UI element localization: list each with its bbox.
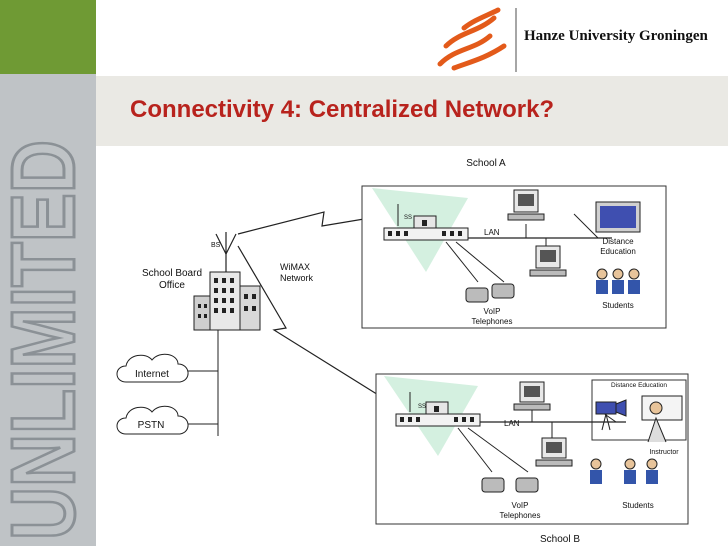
school-a-building-icon — [383, 204, 469, 241]
school-a-students-icon — [596, 268, 640, 294]
school-b-voip-phone-icon — [481, 477, 539, 493]
school-b-group: SS LAN Distance Education — [375, 373, 689, 545]
distance-education-screen-icon — [595, 201, 641, 233]
board-links — [188, 324, 219, 436]
slide-title: Connectivity 4: Centralized Network? — [130, 96, 555, 123]
pstn-cloud-icon — [116, 405, 189, 435]
wimax-label-2: Network — [280, 273, 314, 283]
school-b-voip-1: VoIP — [512, 501, 529, 510]
school-b-building-icon — [395, 392, 481, 427]
school-a-voip-1: VoIP — [484, 307, 501, 316]
school-b-name: School B — [540, 534, 580, 545]
internet-label: Internet — [135, 369, 169, 380]
school-a-distance-2: Education — [600, 247, 636, 256]
school-a-voip-2: Telephones — [472, 317, 513, 326]
board-label-2: Office — [159, 280, 185, 291]
school-b-students-icon — [590, 458, 658, 484]
instructor-icon — [641, 395, 683, 443]
school-b-voip-2: Telephones — [500, 511, 541, 520]
brand-green-block — [0, 0, 96, 74]
school-b-students-label: Students — [622, 501, 654, 510]
school-a-voip-phone-icon — [465, 283, 515, 303]
school-b-computer-icon-1 — [513, 381, 551, 411]
header-strip — [96, 0, 728, 76]
hanze-logo-icon — [437, 7, 517, 72]
school-b-instructor-label: Instructor — [649, 449, 679, 456]
school-a-students-label: Students — [602, 301, 634, 310]
wimax-label-1: WiMAX — [280, 262, 310, 272]
school-a-name: School A — [466, 158, 506, 169]
title-band — [96, 76, 728, 146]
bs-label: BS — [211, 242, 221, 249]
left-sidebar: UNLIMITED — [0, 0, 96, 546]
brand-name: Hanze University Groningen — [524, 28, 708, 44]
watermark-text: UNLIMITED — [0, 140, 94, 540]
school-b-ss-label: SS — [418, 404, 426, 410]
wireless-link-school-b — [237, 245, 397, 407]
school-b-distance-education: Distance Education — [611, 382, 667, 389]
school-a-ss-label: SS — [404, 215, 412, 221]
school-a-distance-1: Distance — [602, 237, 634, 246]
network-diagram: BS School Board Office Internet PSTN WiM… — [116, 158, 689, 545]
school-a-group: SS School A LAN Distance Education — [361, 158, 667, 329]
video-camera-icon — [595, 399, 627, 431]
school-b-lan-label: LAN — [504, 419, 520, 428]
school-a-computer-icon-2 — [529, 245, 567, 277]
internet-cloud-icon — [116, 353, 189, 383]
board-label-1: School Board — [142, 268, 202, 279]
school-a-computer-icon-1 — [507, 189, 545, 221]
pstn-label: PSTN — [138, 420, 165, 431]
school-a-lan-label: LAN — [484, 228, 500, 237]
sidebar-watermark: UNLIMITED — [0, 139, 96, 542]
school-board-office-icon — [193, 232, 261, 331]
school-b-computer-icon-2 — [535, 437, 573, 467]
